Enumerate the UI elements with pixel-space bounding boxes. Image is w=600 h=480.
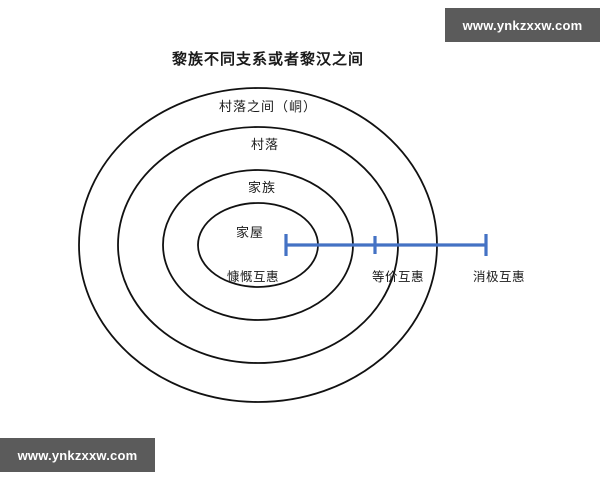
ring-label-village-cluster: 村落之间（峒） [218,100,318,115]
ring-label-house: 家屋 [235,226,265,241]
axis-label-balanced-reciprocity: 等价互惠 [371,269,425,284]
watermark-top-right: www.ynkzxxw.com [445,8,600,42]
axis-label-negative-reciprocity: 消极互惠 [472,269,526,284]
reciprocity-axis [284,234,488,256]
watermark-bottom-left: www.ynkzxxw.com [0,438,155,472]
axis-label-generalized-reciprocity: 慷慨互惠 [226,269,280,284]
ring-label-lineage: 家族 [247,181,277,196]
figure-title: 黎族不同支系或者黎汉之间 [171,50,365,68]
ring-label-village: 村落 [250,138,280,153]
